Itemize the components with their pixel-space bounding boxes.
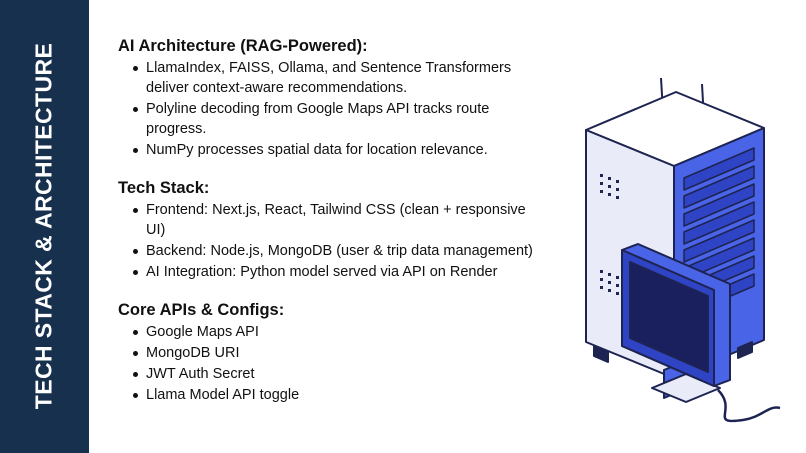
list-item: MongoDB URI (131, 343, 538, 363)
list-item: JWT Auth Secret (131, 364, 538, 384)
list-item: Llama Model API toggle (131, 385, 538, 405)
content-area: AI Architecture (RAG-Powered): LlamaInde… (118, 36, 538, 423)
list-item: NumPy processes spatial data for locatio… (131, 140, 538, 160)
bullet-list: Frontend: Next.js, React, Tailwind CSS (… (118, 200, 538, 282)
list-item: Backend: Node.js, MongoDB (user & trip d… (131, 241, 538, 261)
section-heading: Core APIs & Configs: (118, 301, 285, 319)
bullet-list: LlamaIndex, FAISS, Ollama, and Sentence … (118, 58, 538, 160)
section-heading: AI Architecture (RAG-Powered): (118, 37, 368, 55)
list-item: Polyline decoding from Google Maps API t… (131, 99, 538, 139)
list-item: AI Integration: Python model served via … (131, 262, 538, 282)
section-heading: Tech Stack: (118, 179, 210, 197)
sidebar-title: TECH STACK & ARCHITECTURE (30, 42, 57, 410)
server-rack-with-monitor-icon (568, 70, 783, 430)
list-item: Frontend: Next.js, React, Tailwind CSS (… (131, 200, 538, 240)
section-core-apis: Core APIs & Configs: Google Maps API Mon… (118, 300, 538, 405)
section-ai-architecture: AI Architecture (RAG-Powered): LlamaInde… (118, 36, 538, 160)
list-item: Google Maps API (131, 322, 538, 342)
section-tech-stack: Tech Stack: Frontend: Next.js, React, Ta… (118, 178, 538, 282)
list-item: LlamaIndex, FAISS, Ollama, and Sentence … (131, 58, 538, 98)
bullet-list: Google Maps API MongoDB URI JWT Auth Sec… (118, 322, 538, 405)
sidebar: TECH STACK & ARCHITECTURE (0, 0, 89, 453)
